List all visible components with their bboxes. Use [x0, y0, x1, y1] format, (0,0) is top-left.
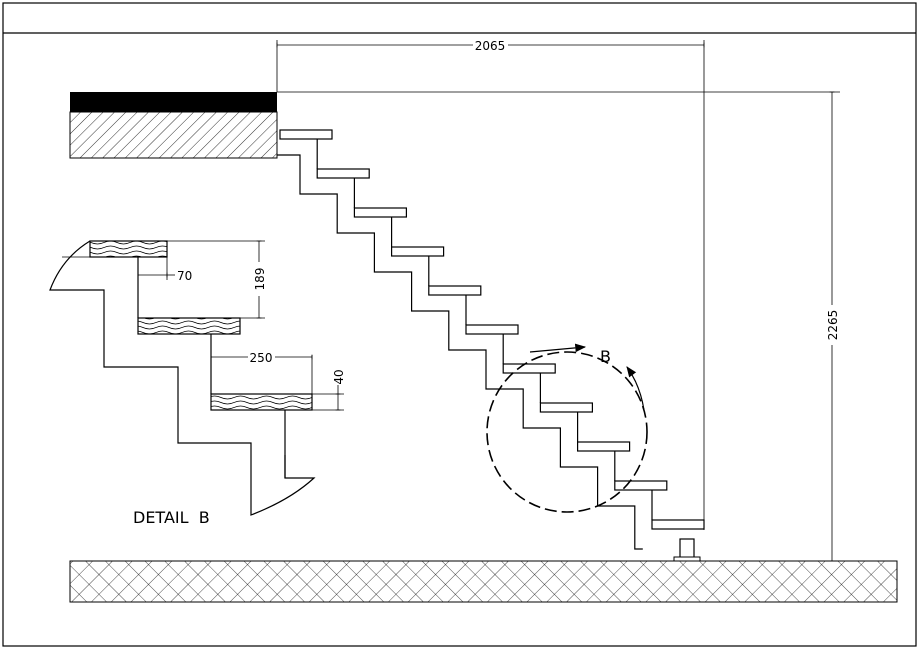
detail-tread: [210, 393, 313, 411]
upper-slab: [69, 111, 278, 159]
dim-going: 250: [250, 351, 273, 365]
detail-tread: [137, 317, 241, 335]
arrow-up-icon: [626, 366, 645, 411]
stair-tread: [391, 246, 445, 257]
dim-overall-height: 2265: [826, 310, 840, 341]
ground-floor-slab: [69, 560, 898, 603]
stair-tread: [465, 324, 519, 335]
base-plate: [673, 556, 701, 562]
upper-floor-finish: [70, 92, 277, 112]
detail-b-drawing: 70 189 250 40: [49, 240, 346, 516]
detail-marker-label: B: [600, 347, 611, 366]
detail-title: DETAIL B: [133, 508, 210, 527]
stair-tread: [428, 285, 482, 296]
detail-tread: [89, 240, 168, 258]
stair-tread: [576, 441, 631, 452]
stair-tread: [614, 480, 668, 491]
dim-rise: 189: [253, 268, 267, 291]
stringer-top-edge: [316, 139, 653, 520]
detail-callout-circle: [486, 351, 648, 513]
stringer-bottom-edge: [277, 154, 643, 550]
dim-overlap: 70: [177, 269, 192, 283]
stair-tread: [539, 402, 594, 413]
stair-tread: [279, 129, 333, 140]
stair-tread: [316, 168, 370, 179]
stair-tread: [651, 519, 705, 530]
arrow-right-icon: [529, 343, 587, 353]
stair-tread: [353, 207, 407, 218]
dim-tread-thickness: 40: [332, 369, 346, 384]
stair-tread: [502, 363, 556, 374]
dim-overall-width: 2065: [475, 39, 506, 53]
main-staircase: [277, 129, 705, 562]
